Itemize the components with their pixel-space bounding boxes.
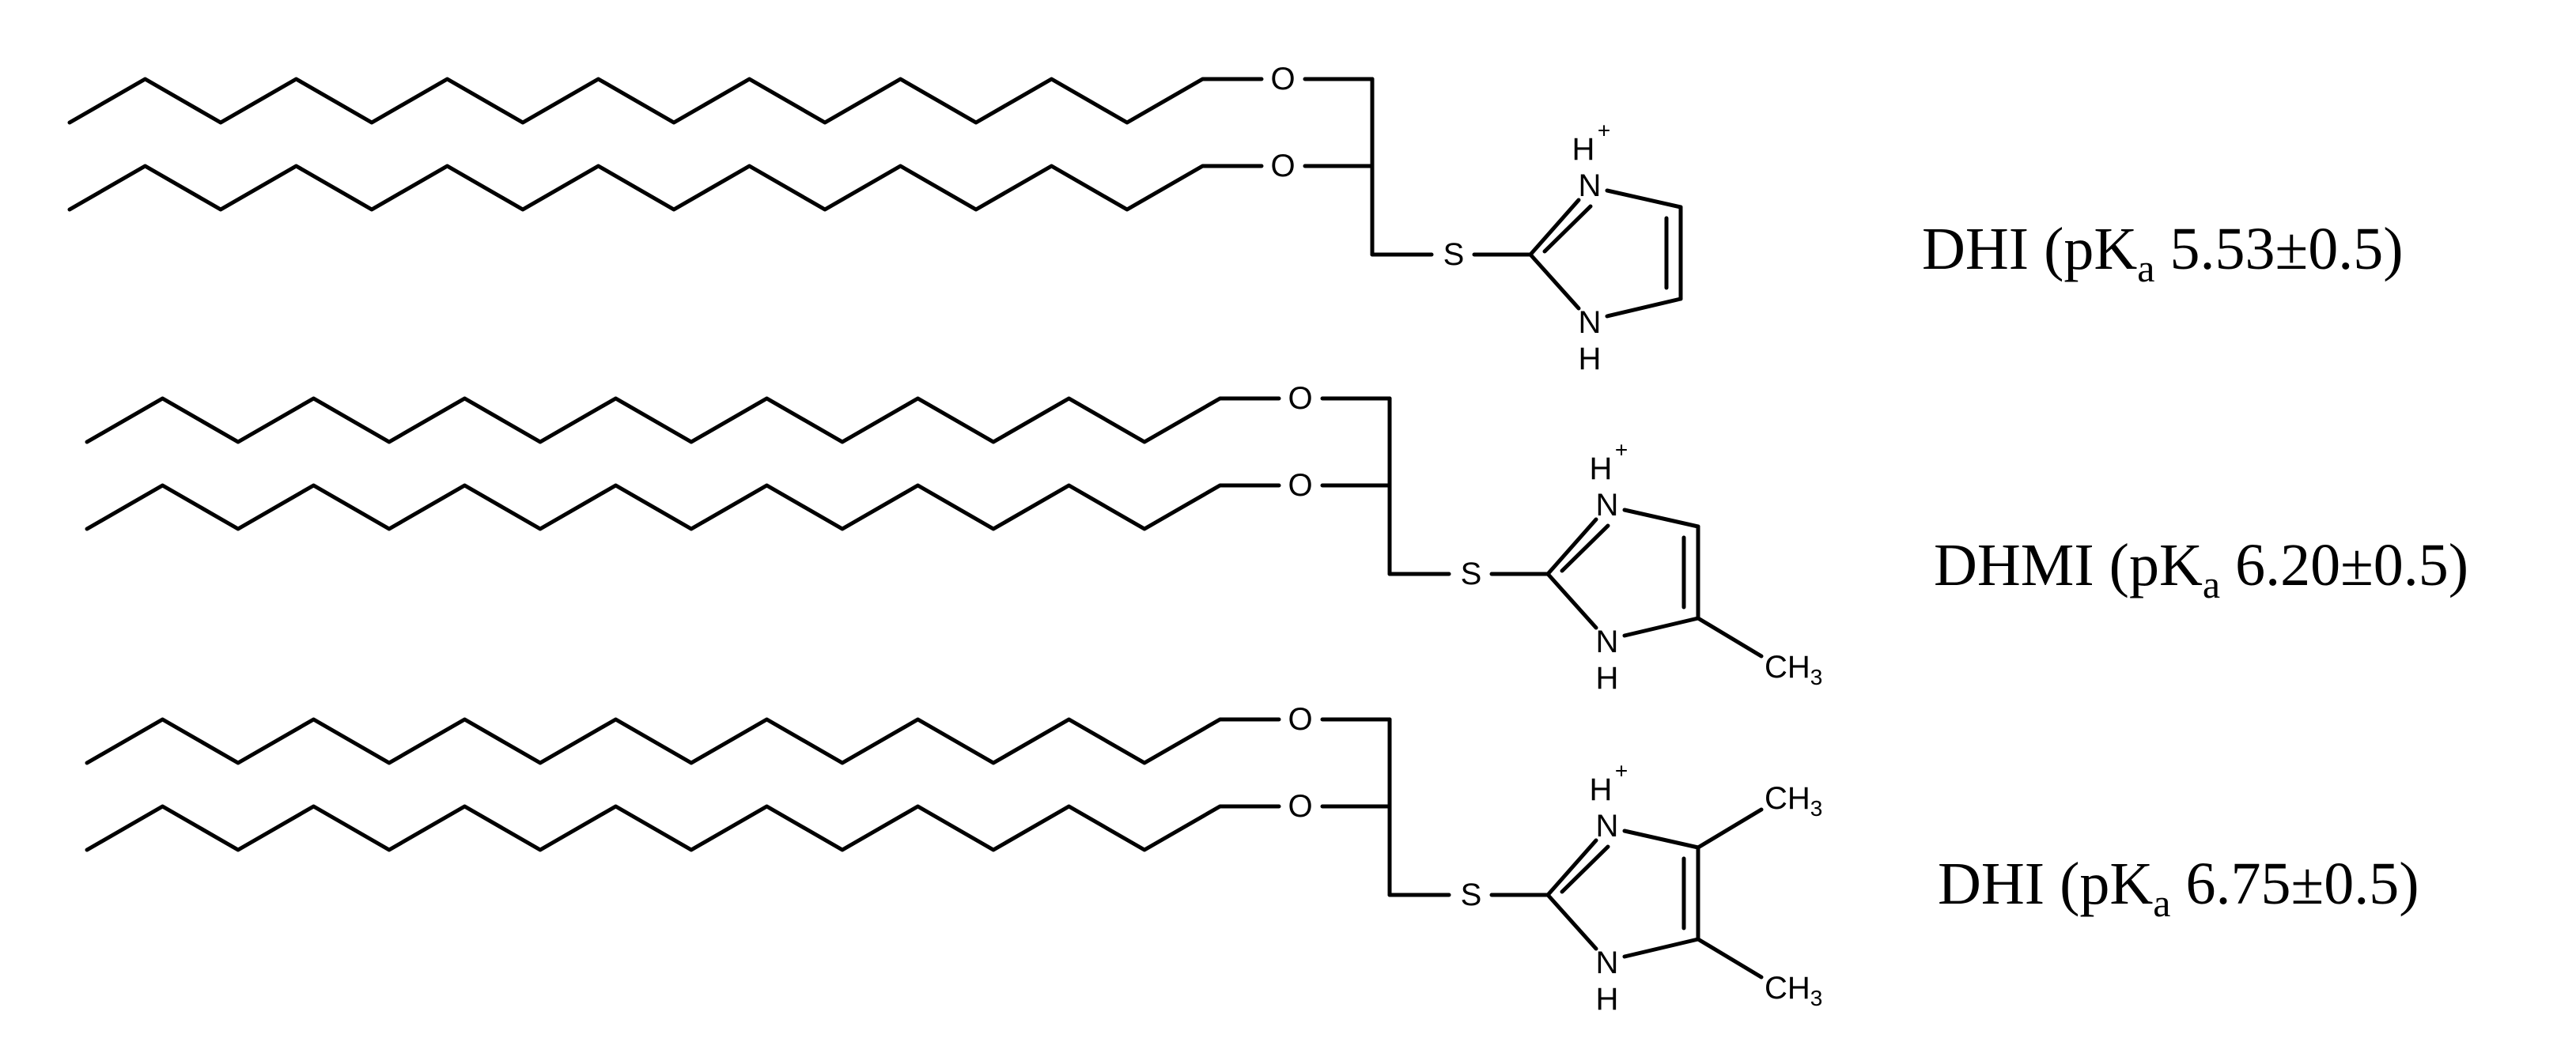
oxygen-atom: O bbox=[1270, 62, 1295, 96]
alkyl-chain-lower bbox=[85, 804, 1226, 852]
alkyl-chain-upper bbox=[85, 717, 1226, 765]
methyl-bond bbox=[1696, 937, 1764, 980]
nitrogen-atom: N bbox=[1579, 305, 1602, 340]
sulfur-atom: S bbox=[1461, 557, 1482, 591]
ring-bond bbox=[1528, 252, 1581, 311]
methyl-group: CH3 bbox=[1765, 650, 1822, 689]
methyl-group: CH3 bbox=[1765, 781, 1822, 821]
sulfur-atom: S bbox=[1443, 237, 1465, 272]
ring-bond bbox=[1622, 616, 1700, 638]
oxygen-atom: O bbox=[1288, 381, 1312, 416]
ring-bond bbox=[1622, 937, 1700, 959]
ring-bond bbox=[1605, 296, 1683, 319]
ring-double-bond bbox=[1560, 523, 1610, 573]
methyl-bond bbox=[1696, 616, 1764, 659]
pka-value: 6.75±0.5) bbox=[2170, 851, 2419, 917]
compound-label: DHI (pKa 5.53±0.5) bbox=[1922, 216, 2404, 290]
hydrogen-atom: H bbox=[1579, 342, 1602, 376]
hydrogen-atom: H bbox=[1590, 451, 1613, 486]
ring-bond bbox=[1605, 188, 1683, 210]
ring-bond bbox=[1545, 572, 1598, 630]
hydrogen-atom: H bbox=[1590, 772, 1613, 807]
pka-value: 6.20±0.5) bbox=[2220, 532, 2468, 598]
compound-name: DHI (pK bbox=[1938, 851, 2153, 917]
oxygen-atom: O bbox=[1270, 149, 1295, 183]
hydrogen-atom: H bbox=[1596, 661, 1619, 696]
hydrogen-atom: H bbox=[1596, 982, 1619, 1017]
oxygen-atom: O bbox=[1288, 702, 1312, 737]
compound-name: DHI (pK bbox=[1922, 216, 2137, 282]
nitrogen-atom: N bbox=[1579, 168, 1602, 203]
positive-charge: + bbox=[1615, 438, 1628, 462]
pka-subscript: a bbox=[2203, 562, 2220, 606]
oxygen-atom: O bbox=[1288, 468, 1312, 503]
pka-value: 5.53±0.5) bbox=[2154, 216, 2403, 282]
pka-subscript: a bbox=[2137, 246, 2154, 290]
oxygen-atom: O bbox=[1288, 789, 1312, 824]
hydrogen-atom: H bbox=[1572, 132, 1595, 167]
compound-name: DHMI (pK bbox=[1934, 532, 2203, 598]
positive-charge: + bbox=[1615, 759, 1628, 783]
nitrogen-atom: N bbox=[1596, 625, 1619, 659]
nitrogen-atom: N bbox=[1596, 946, 1619, 980]
compound-label-2: DHMI (pKa 6.20±0.5) bbox=[1934, 532, 2468, 606]
compound-label: DHMI (pKa 6.20±0.5) bbox=[1934, 532, 2468, 606]
compound-label-1: DHI (pKa 5.53±0.5) bbox=[1922, 216, 2404, 290]
ring-bond bbox=[1545, 893, 1598, 951]
compound-label-3: DHI (pKa 6.75±0.5) bbox=[1938, 851, 2419, 925]
alkyl-chain-upper bbox=[85, 396, 1226, 444]
alkyl-chain-upper bbox=[67, 77, 1209, 125]
ring-bond bbox=[1528, 198, 1581, 257]
ring-bond bbox=[1622, 829, 1700, 850]
positive-charge: + bbox=[1598, 119, 1610, 143]
methyl-group: CH3 bbox=[1765, 971, 1822, 1010]
nitrogen-atom: N bbox=[1596, 488, 1619, 523]
ring-bond bbox=[1545, 517, 1598, 576]
pka-subscript: a bbox=[2153, 881, 2170, 925]
alkyl-chain-lower bbox=[85, 483, 1226, 531]
nitrogen-atom: N bbox=[1596, 809, 1619, 844]
alkyl-chain-lower bbox=[67, 164, 1209, 212]
ring-bond bbox=[1545, 838, 1598, 897]
ring-double-bond bbox=[1542, 204, 1593, 254]
ring-bond bbox=[1622, 508, 1700, 529]
sulfur-atom: S bbox=[1461, 878, 1482, 912]
compound-label: DHI (pKa 6.75±0.5) bbox=[1938, 851, 2419, 925]
ring-double-bond bbox=[1560, 844, 1610, 894]
methyl-bond bbox=[1696, 807, 1764, 850]
